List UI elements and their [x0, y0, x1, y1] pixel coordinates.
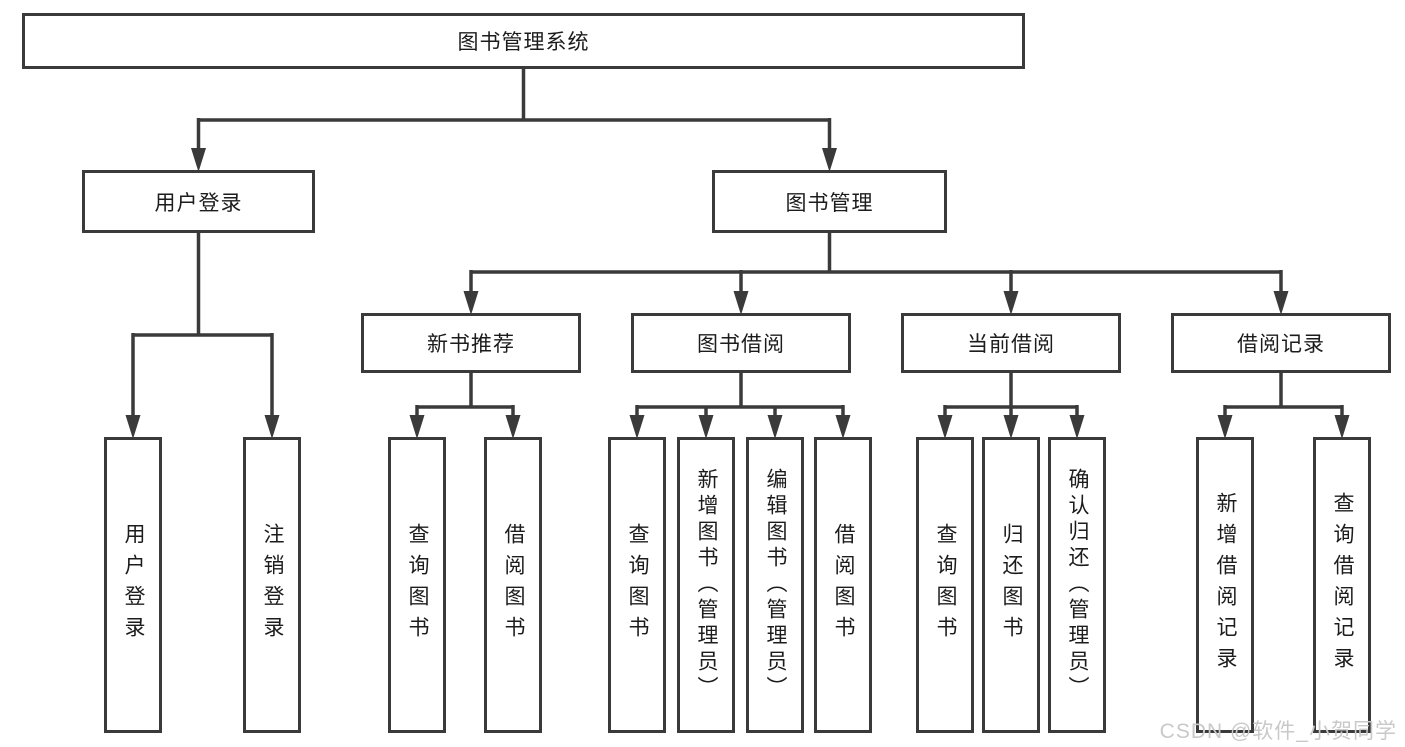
leaf-query-books-borrow: 查询图书 — [608, 437, 666, 733]
leaf-user-login: 用户登录 — [104, 437, 162, 733]
book-management-box: 图书管理 — [712, 170, 947, 233]
leaf-return-book: 归还图书 — [982, 437, 1040, 733]
leaf-query-books-recommend: 查询图书 — [388, 437, 446, 733]
current-borrow-box: 当前借阅 — [901, 313, 1121, 373]
leaf-confirm-return-admin: 确认归还（管理员） — [1048, 437, 1106, 733]
arrowheads — [125, 148, 1350, 439]
new-book-recommend-box: 新书推荐 — [361, 313, 581, 373]
leaf-query-borrow-record: 查询借阅记录 — [1313, 437, 1371, 733]
leaf-query-books-current: 查询图书 — [916, 437, 974, 733]
user-login-box: 用户登录 — [82, 170, 315, 233]
root-box-system: 图书管理系统 — [22, 13, 1025, 69]
book-borrow-box: 图书借阅 — [631, 313, 851, 373]
leaf-add-book-admin: 新增图书（管理员） — [677, 437, 735, 733]
leaf-logout: 注销登录 — [243, 437, 301, 733]
leaf-add-borrow-record: 新增借阅记录 — [1196, 437, 1254, 733]
leaf-edit-book-admin: 编辑图书（管理员） — [746, 437, 804, 733]
leaf-borrow-books-recommend: 借阅图书 — [484, 437, 542, 733]
leaf-borrow-books: 借阅图书 — [814, 437, 872, 733]
borrow-record-box: 借阅记录 — [1171, 313, 1391, 373]
